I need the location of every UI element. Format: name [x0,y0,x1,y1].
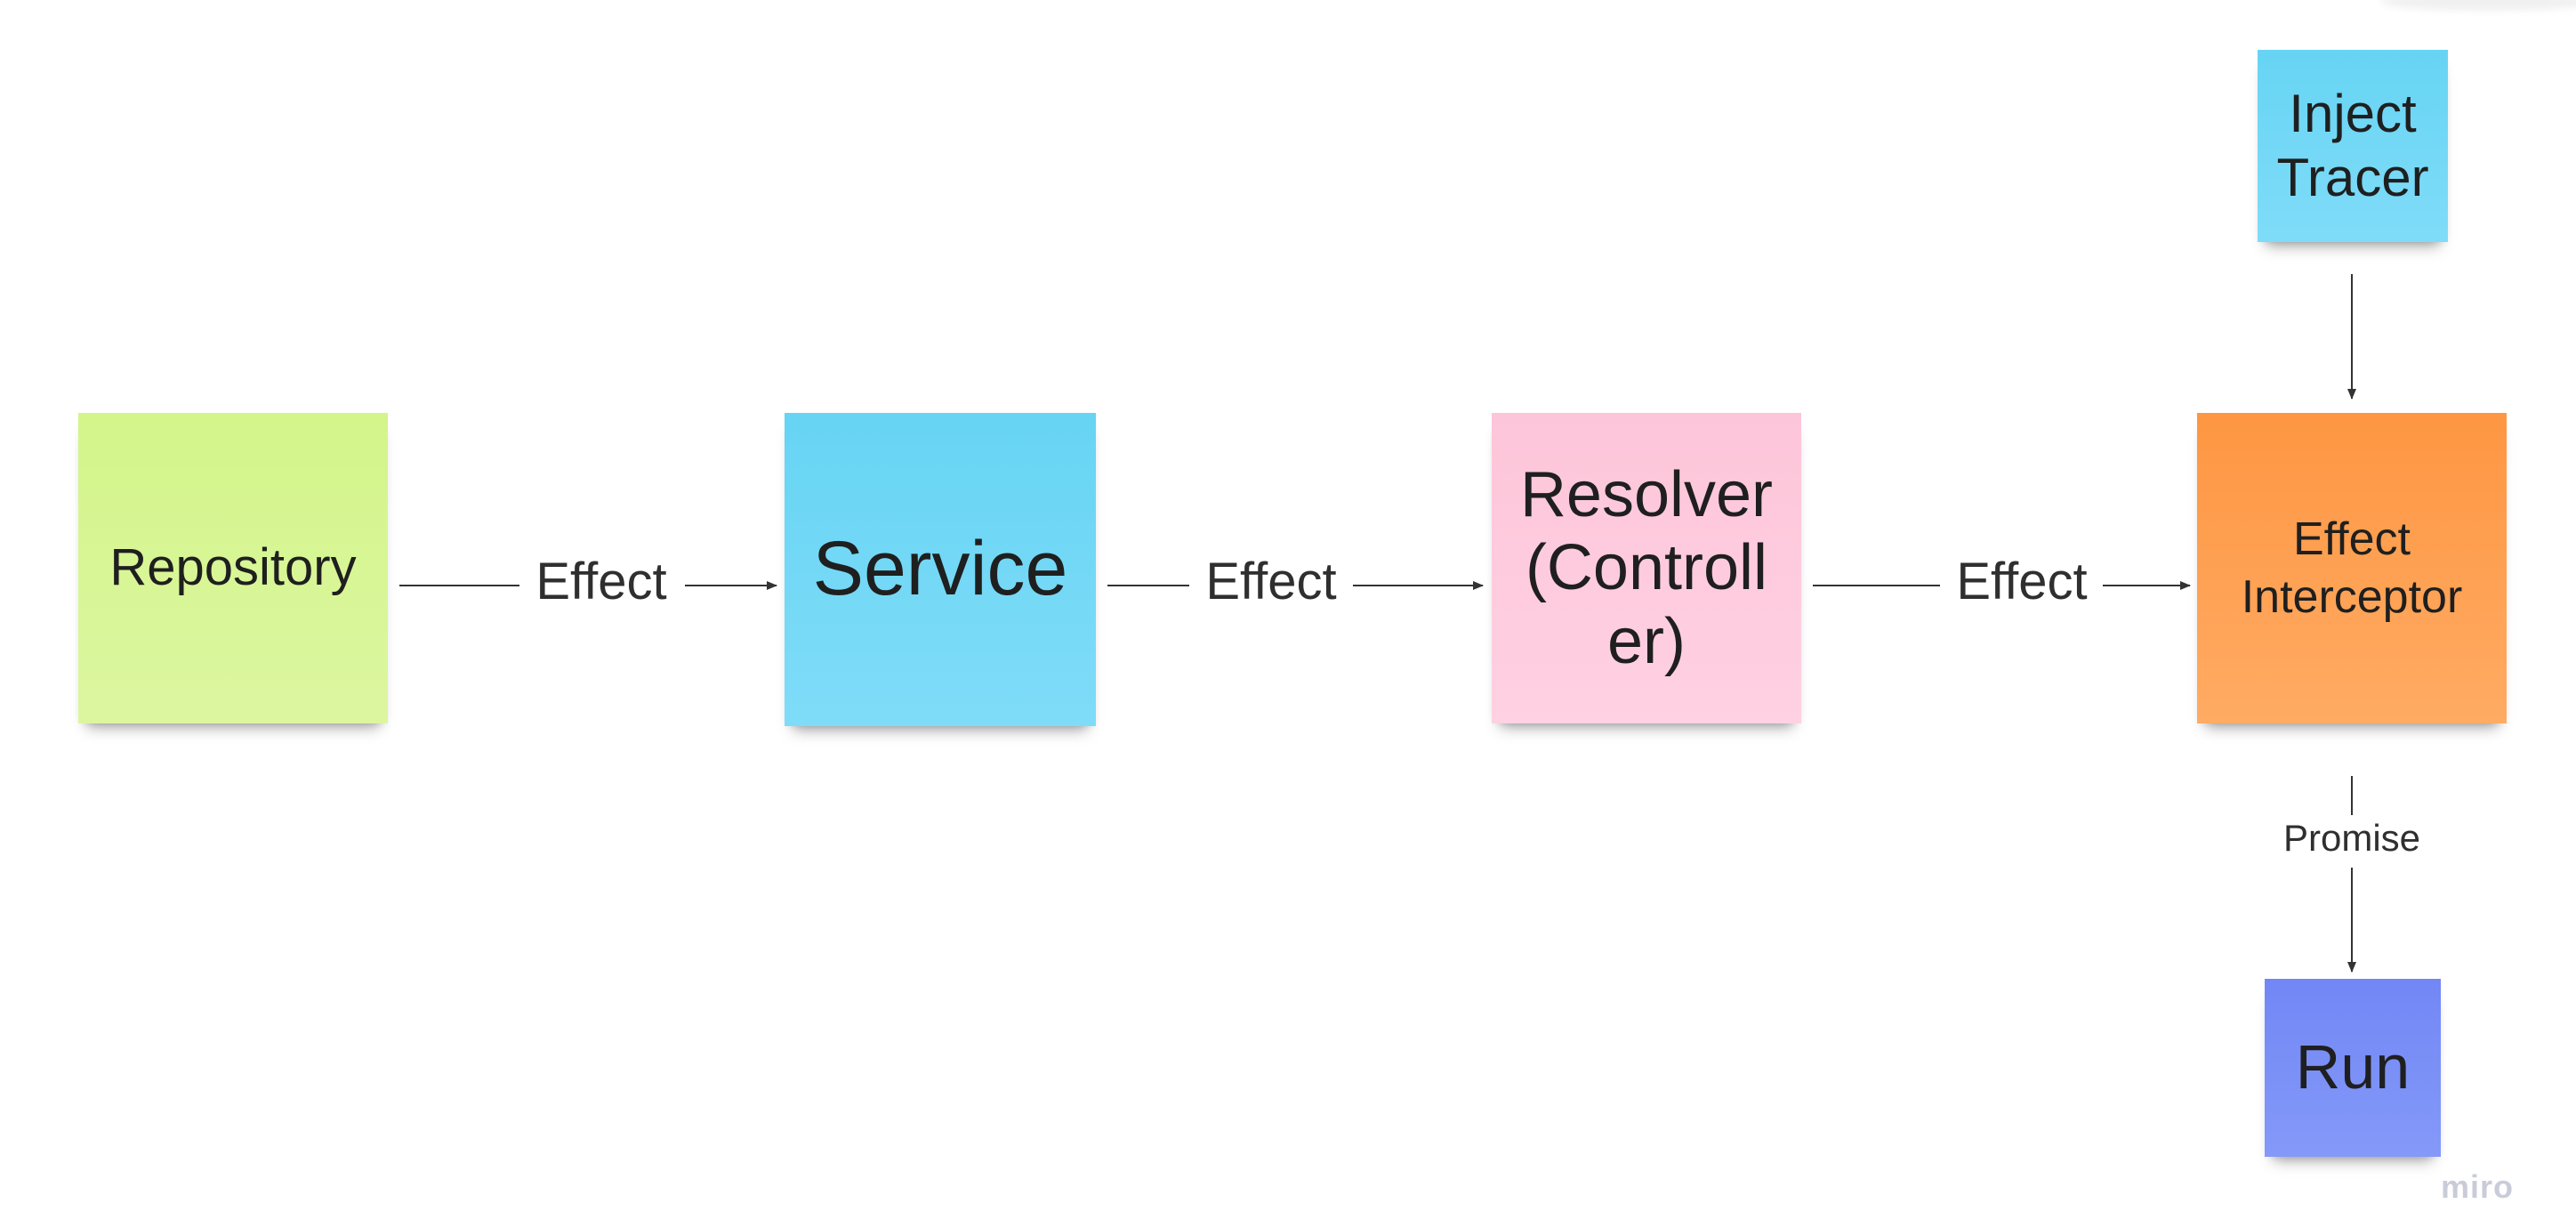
sticky-service-label: Service [812,526,1068,612]
sticky-effect-interceptor[interactable]: Effect Interceptor [2197,413,2507,723]
sticky-inject-tracer-label: Inject Tracer [2276,84,2429,207]
sticky-inject-tracer[interactable]: Inject Tracer [2258,50,2448,242]
miro-logo: miro [2440,1168,2514,1205]
sticky-repository-label: Repository [109,538,357,597]
sticky-effect-interceptor-label: Effect Interceptor [2241,513,2463,623]
offscreen-element-shadow [2380,0,2576,11]
sticky-service[interactable]: Service [785,413,1096,726]
sticky-resolver-label: Resolver (Controller) [1519,459,1774,677]
edge-label-interceptor-to-run: Promise [2282,817,2421,859]
edge-label-repo-to-service: Effect [535,553,667,610]
sticky-run-label: Run [2295,1032,2411,1103]
sticky-run[interactable]: Run [2265,979,2441,1157]
sticky-repository[interactable]: Repository [78,413,388,723]
edge-label-resolver-to-interceptor: Effect [1956,553,2088,610]
edge-label-service-to-resolver: Effect [1205,553,1337,610]
sticky-resolver[interactable]: Resolver (Controller) [1492,413,1801,723]
